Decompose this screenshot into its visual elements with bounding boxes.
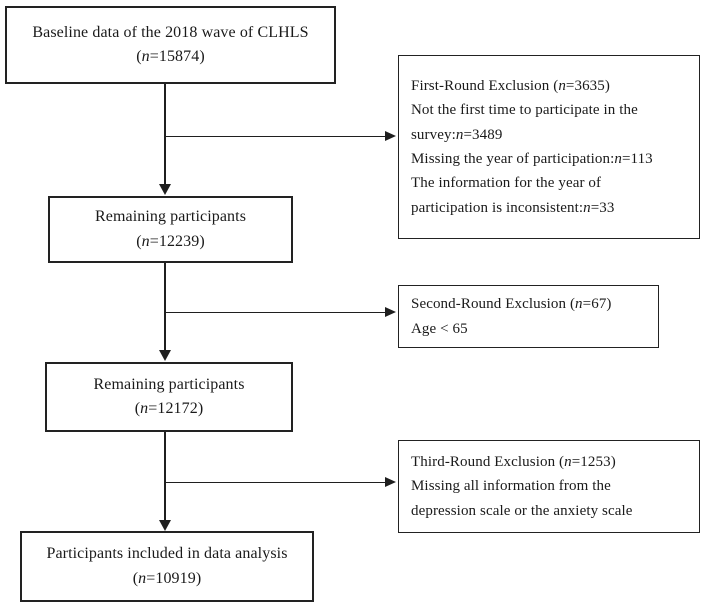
italic-n: n — [614, 151, 622, 167]
italic-n: n — [140, 400, 149, 417]
node-third-exclusion-line-2: depression scale or the anxiety scale — [411, 502, 633, 519]
node-first-exclusion-line-3: Missing the year of participation:n=113 — [411, 151, 653, 167]
italic-n: n — [141, 48, 150, 65]
arrowhead-third-exclusion — [385, 476, 396, 487]
node-first-exclusion-line-0: First-Round Exclusion (n=3635) — [411, 78, 610, 95]
node-second-round-exclusion: Second-Round Exclusion (n=67) Age < 65 — [398, 285, 659, 348]
node-first-round-exclusion: First-Round Exclusion (n=3635) Not the f… — [398, 55, 700, 239]
node-first-exclusion-line-4: The information for the year of — [411, 175, 602, 192]
italic-n: n — [558, 78, 566, 95]
italic-n: n — [455, 126, 464, 143]
connector-baseline-to-remaining1 — [164, 84, 166, 185]
italic-n: n — [138, 569, 147, 587]
connector-remaining1-to-remaining2 — [164, 263, 166, 351]
node-third-round-exclusion: Third-Round Exclusion (n=1253) Missing a… — [398, 440, 700, 533]
italic-n: n — [564, 454, 572, 471]
node-baseline-line-1: (n=15874) — [136, 48, 205, 65]
italic-n: n — [575, 296, 583, 313]
arrowhead-remaining2-to-final — [158, 520, 171, 531]
node-first-exclusion-line-5: participation is inconsistent:n=33 — [411, 199, 615, 216]
node-baseline-line-0: Baseline data of the 2018 wave of CLHLS — [32, 23, 309, 41]
italic-n: n — [583, 199, 591, 216]
connector-branch-first-exclusion — [164, 136, 386, 138]
node-remaining-1-line-1: (n=12239) — [136, 232, 205, 250]
node-remaining-1-line-0: Remaining participants — [94, 208, 247, 226]
node-second-exclusion-line-1: Age < 65 — [411, 320, 468, 337]
node-remaining-2-line-1: (n=12172) — [134, 400, 204, 417]
connector-remaining2-to-final — [164, 432, 166, 521]
node-final-line-1: (n=10919) — [132, 569, 202, 587]
italic-n: n — [141, 232, 150, 250]
connector-branch-third-exclusion — [164, 482, 386, 484]
node-second-exclusion-line-0: Second-Round Exclusion (n=67) — [411, 296, 612, 313]
node-baseline-data: Baseline data of the 2018 wave of CLHLS … — [5, 6, 336, 84]
arrowhead-baseline-to-remaining1 — [158, 184, 171, 195]
node-remaining-2-line-0: Remaining participants — [93, 375, 245, 393]
node-third-exclusion-line-0: Third-Round Exclusion (n=1253) — [411, 454, 616, 471]
node-final-participants: Participants included in data analysis (… — [20, 531, 314, 602]
connector-branch-second-exclusion — [164, 312, 386, 314]
arrowhead-first-exclusion — [385, 130, 396, 141]
node-final-line-0: Participants included in data analysis — [46, 545, 288, 563]
node-remaining-participants-1: Remaining participants (n=12239) — [48, 196, 293, 263]
node-first-exclusion-line-1: Not the first time to participate in the — [411, 102, 638, 119]
node-remaining-participants-2: Remaining participants (n=12172) — [45, 362, 293, 432]
node-first-exclusion-line-2: survey:n=3489 — [411, 126, 503, 143]
node-third-exclusion-line-1: Missing all information from the — [411, 478, 611, 495]
arrowhead-second-exclusion — [385, 306, 396, 317]
arrowhead-remaining1-to-remaining2 — [158, 350, 171, 361]
